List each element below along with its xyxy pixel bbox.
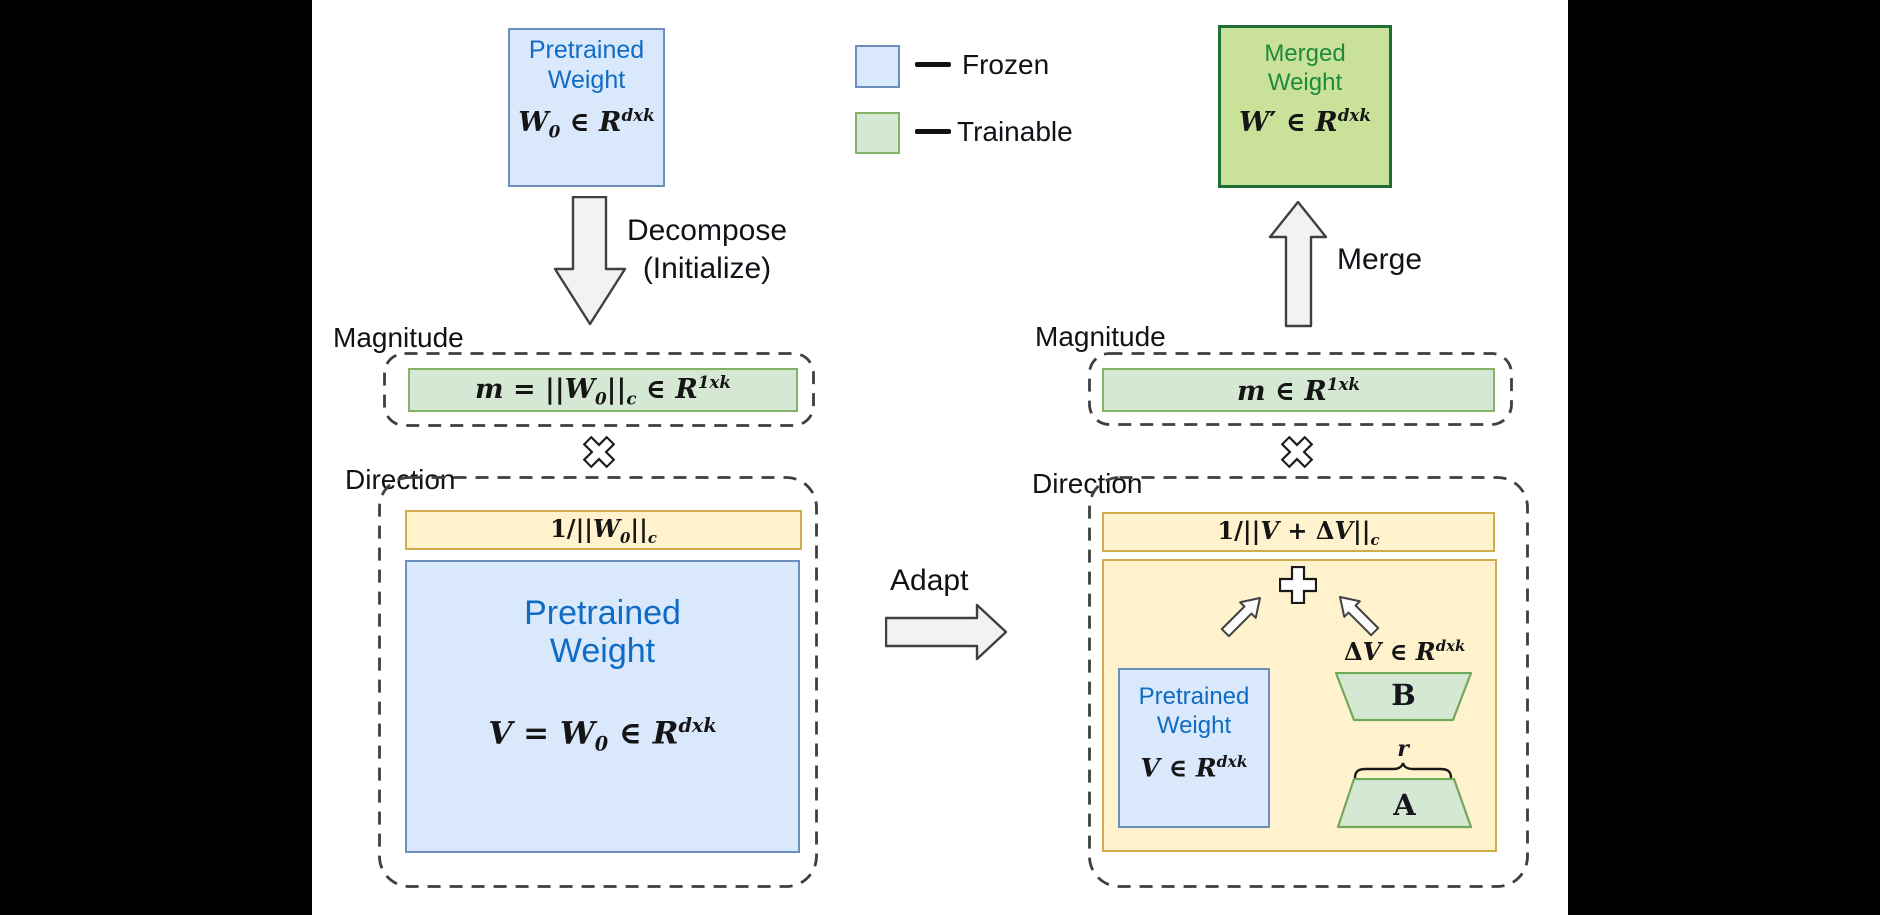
left-inverse-norm-bar: 1/||W0||c (405, 510, 802, 550)
lora-b-trapezoid (1335, 672, 1472, 722)
adapt-label: Adapt (890, 564, 969, 597)
pretrained-weight-box: Pretrained Weight W0 ∈ Rdxk (508, 28, 665, 187)
decompose-label: Decompose (Initialize) (612, 212, 802, 288)
up-right-arrow-icon (1220, 597, 1261, 638)
trainable-legend-label: Trainable (957, 116, 1073, 147)
right-pretrained-weight-box: Pretrained Weight V ∈ Rdxk (1118, 668, 1270, 828)
frozen-legend-dash-icon (915, 62, 951, 67)
right-inverse-norm-formula: 1/||V + ΔV||c (1217, 515, 1380, 549)
left-magnitude-formula: m = ||W0||c ∈ R1xk (475, 371, 731, 409)
right-inverse-norm-bar: 1/||V + ΔV||c (1102, 512, 1495, 552)
trainable-legend-dash-icon (915, 129, 951, 134)
pretrained-weight-formula: W0 ∈ Rdxk (518, 105, 655, 142)
merged-weight-box: Merged Weight W′ ∈ Rdxk (1218, 25, 1392, 188)
right-pretrained-title-line2: Weight (1156, 712, 1232, 739)
left-magnitude-bar: m = ||W0||c ∈ R1xk (408, 368, 798, 412)
left-pretrained-title-line2: Weight (549, 632, 656, 670)
left-direction-weight-box: Pretrained Weight V = W0 ∈ Rdxk (405, 560, 800, 853)
lora-a-label: A (1393, 788, 1416, 822)
right-pretrained-title: Pretrained Weight (1139, 682, 1250, 740)
merge-arrow-icon (1268, 201, 1328, 328)
right-magnitude-bar: m ∈ R1xk (1102, 368, 1495, 412)
pretrained-weight-title-line2: Weight (547, 66, 626, 94)
right-direction-dashed-box (1088, 476, 1529, 888)
multiply-icon (1280, 435, 1314, 469)
adapt-arrow-icon (885, 603, 1008, 661)
plus-icon (1279, 566, 1317, 604)
right-magnitude-formula: m ∈ R1xk (1236, 373, 1361, 407)
merge-label: Merge (1337, 243, 1423, 276)
right-magnitude-dashed-box (1088, 352, 1513, 426)
rank-brace-icon (1353, 762, 1453, 779)
decompose-label-line2: (Initialize) (642, 252, 772, 285)
left-direction-dashed-box (378, 476, 818, 888)
pretrained-weight-title: Pretrained Weight (529, 35, 644, 95)
decompose-label-line1: Decompose (626, 214, 788, 247)
merged-weight-title-line1: Merged (1264, 40, 1346, 67)
pretrained-weight-title-line1: Pretrained (528, 36, 645, 64)
left-magnitude-label: Magnitude (333, 322, 464, 353)
right-pretrained-title-line1: Pretrained (1138, 683, 1250, 710)
lora-a-trapezoid (1337, 778, 1472, 829)
merged-weight-formula: W′ ∈ Rdxk (1239, 105, 1371, 138)
multiply-icon (582, 435, 616, 469)
decompose-arrow-icon (553, 196, 627, 326)
right-pretrained-formula: V ∈ Rdxk (1140, 752, 1248, 783)
left-inverse-norm-formula: 1/||W0||c (550, 513, 657, 547)
merged-weight-title-line2: Weight (1267, 69, 1343, 96)
delta-v-label: ΔV ∈ Rdxk (1344, 637, 1466, 666)
frozen-legend-label: Frozen (962, 49, 1050, 80)
left-pretrained-title-line1: Pretrained (524, 594, 681, 632)
figure-canvas: Pretrained Weight W0 ∈ Rdxk Frozen Train… (312, 0, 1568, 915)
up-left-arrow-icon (1339, 596, 1380, 637)
frozen-swatch-icon (855, 45, 900, 88)
merged-weight-title: Merged Weight (1264, 39, 1345, 97)
lora-b-label: B (1391, 678, 1416, 712)
trainable-swatch-icon (855, 112, 900, 154)
right-magnitude-label: Magnitude (1035, 321, 1166, 352)
left-pretrained-title: Pretrained Weight (524, 594, 681, 670)
rank-label: r (1397, 736, 1409, 762)
right-direction-label: Direction (1032, 468, 1143, 499)
left-direction-formula: V = W0 ∈ Rdxk (488, 714, 717, 756)
